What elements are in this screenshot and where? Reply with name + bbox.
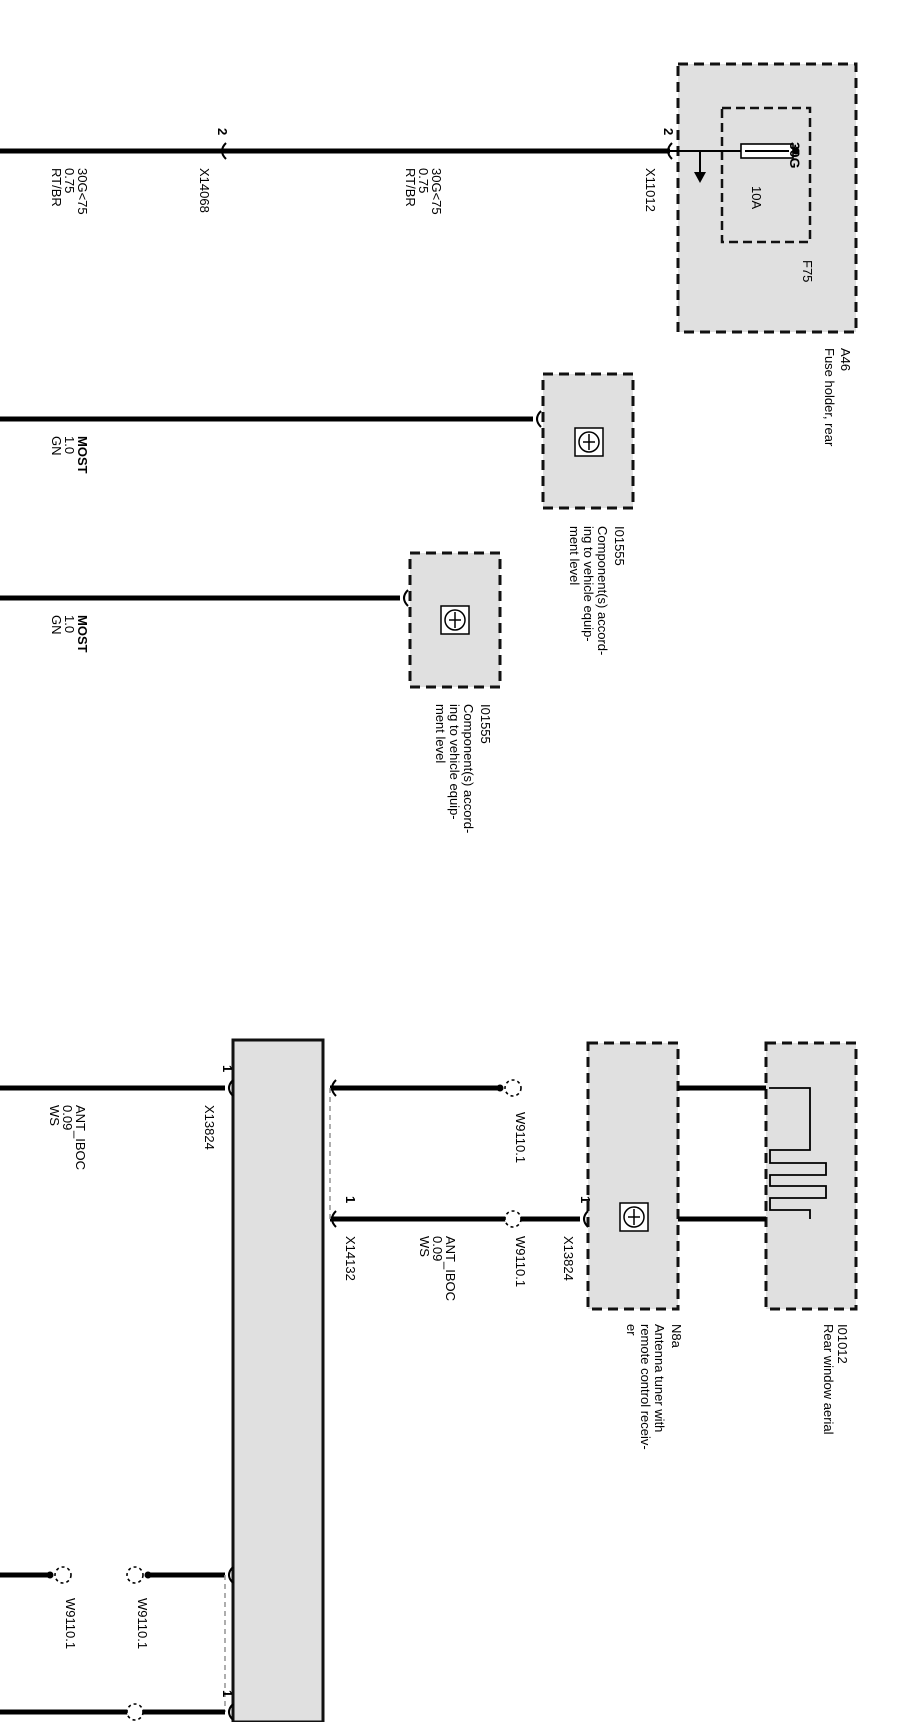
wire-30g-right-color: RT/BR <box>403 168 418 207</box>
fuse-holder-id: A46 <box>838 348 853 371</box>
optional-2-name-l1: Component(s) accord- <box>461 704 476 833</box>
connector-x14068-pin: 2 <box>215 128 230 135</box>
wire-most-1-signal: MOST <box>75 436 90 474</box>
connector-x11012-id: X11012 <box>643 168 658 212</box>
connector-x14068-symbol <box>221 142 227 160</box>
connector-x13824-left-id: X13824 <box>202 1105 217 1150</box>
wire-30g-left-gauge: 0.75 <box>62 168 77 193</box>
wire-ant-mid-signal: ANT_IBOC <box>443 1236 458 1301</box>
optional-2-id: I01555 <box>478 704 493 744</box>
connector-x14132-id: X14132 <box>343 1236 358 1281</box>
splice-w9110-1-a <box>504 1079 522 1097</box>
wire-ant-mid-color: WS <box>417 1236 432 1257</box>
fuse-id-label: F75 <box>800 260 815 282</box>
connector-x11012-pin: 2 <box>661 128 676 135</box>
antenna-tuner-name-l1: Antenna tuner with <box>652 1324 667 1432</box>
splice-w9110-1-d <box>126 1566 144 1584</box>
wire-most-2-gauge: 1.0 <box>62 615 77 633</box>
connector-x13824-left-symbol <box>228 1079 234 1097</box>
optional-1-id: I01555 <box>612 526 627 566</box>
module-2-icon <box>440 605 470 635</box>
connector-x14068-id: X14068 <box>197 168 212 213</box>
splice-w9110-1-c <box>54 1566 72 1584</box>
connector-x13824-left-pin: 1 <box>220 1065 235 1072</box>
fuse-terminal-dot <box>792 147 800 155</box>
wire-30g-right-gauge: 0.75 <box>416 168 431 193</box>
fuse-holder-name: Fuse holder, rear <box>822 348 837 447</box>
splice-w9110-1-c-label: W9110.1 <box>63 1598 78 1649</box>
wire-most-1-color: GN <box>49 436 64 456</box>
rear-aerial-name: Rear window aerial <box>821 1324 836 1435</box>
antenna-tuner-id: N8a <box>669 1324 684 1349</box>
wire-ant-left-color: WS <box>47 1105 62 1126</box>
wire-ant-left-gauge: 0.09 <box>60 1105 75 1130</box>
optional-1-name-l2: ing to vehicle equip- <box>581 526 596 642</box>
optional-1-name-l3: ment level <box>567 526 582 585</box>
connector-most-1-symbol <box>536 410 542 428</box>
module-1-icon <box>574 427 604 457</box>
wire-most-2-color: GN <box>49 615 64 635</box>
wire-ant-left-signal: ANT_IBOC <box>73 1105 88 1170</box>
rear-aerial-box <box>764 1041 858 1311</box>
wire-30g-left-signal: 30G<75 <box>75 168 90 215</box>
tuner-module-icon <box>619 1202 649 1232</box>
optional-1-name-l1: Component(s) accord- <box>595 526 610 655</box>
connector-x14132-symbol <box>331 1210 337 1228</box>
connector-x13824-tuner-id: X13824 <box>561 1236 576 1281</box>
connector-x14132-pin: 1 <box>343 1196 358 1203</box>
splice-w9110-1-b <box>504 1210 522 1228</box>
splice-w9110-1-d-label: W9110.1 <box>135 1598 150 1649</box>
rear-aerial-id: I01012 <box>835 1324 850 1364</box>
connector-x13824-tuner-pin: 1 <box>578 1196 593 1203</box>
connector-x13824-tuner-symbol <box>583 1210 589 1228</box>
optional-2-name-l2: ing to vehicle equip- <box>447 704 462 820</box>
splice-partial <box>126 1703 144 1721</box>
connector-x11012-symbol <box>667 142 673 160</box>
wire-ant-mid-gauge: 0.09 <box>430 1236 445 1261</box>
ground-arrow-icon <box>694 172 706 183</box>
control-unit-block <box>231 1038 325 1722</box>
wire-30g-left-color: RT/BR <box>49 168 64 207</box>
antenna-tuner-name-l2: remote control receiv- <box>638 1324 653 1450</box>
antenna-tuner-name-l3: er <box>624 1324 639 1336</box>
fuse-terminal-label: 30G <box>787 142 803 169</box>
connector-bottom-pin: 1 <box>220 1690 235 1697</box>
splice-w9110-1-a-label: W9110.1 <box>513 1112 528 1163</box>
optional-2-name-l3: ment level <box>433 704 448 763</box>
splice-w9110-1-b-label: W9110.1 <box>513 1236 528 1287</box>
connector-most-2-symbol <box>403 589 409 607</box>
wire-30g-right-signal: 30G<75 <box>429 168 444 215</box>
fuse-f75-box <box>720 106 812 244</box>
antenna-tuner-box <box>586 1041 680 1311</box>
fuse-holder-a46-box <box>676 62 858 334</box>
wire-most-2-signal: MOST <box>75 615 90 653</box>
wire-most-1-gauge: 1.0 <box>62 436 77 454</box>
fuse-rating-label: 10A <box>749 186 764 209</box>
aerial-grid-icon <box>769 1087 827 1219</box>
